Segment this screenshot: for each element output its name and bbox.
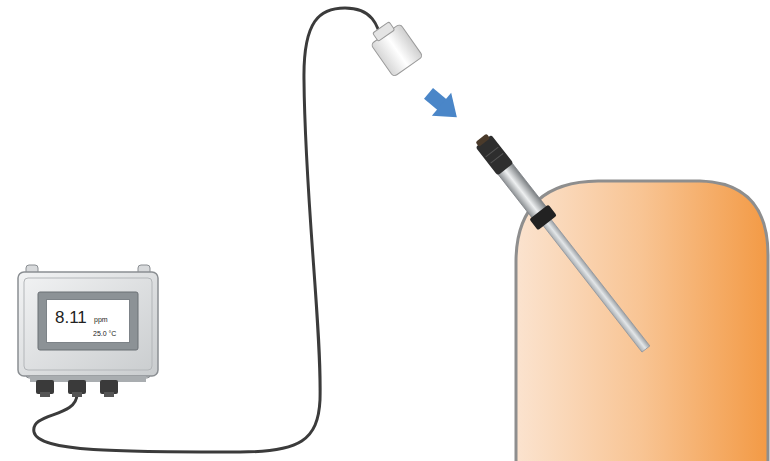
cable: [34, 8, 382, 452]
cable-gland: [36, 380, 118, 397]
sensor-probe: [471, 130, 655, 356]
temperature-reading: 25.0 °C: [93, 330, 116, 337]
reading-value: 8.11: [55, 309, 87, 326]
reading-unit: ppm: [94, 316, 108, 323]
display-screen: 8.11 ppm 25.0 °C: [46, 299, 130, 343]
transmitter: [18, 265, 158, 397]
cable-connector: [366, 17, 423, 77]
insert-arrow: [419, 82, 467, 129]
